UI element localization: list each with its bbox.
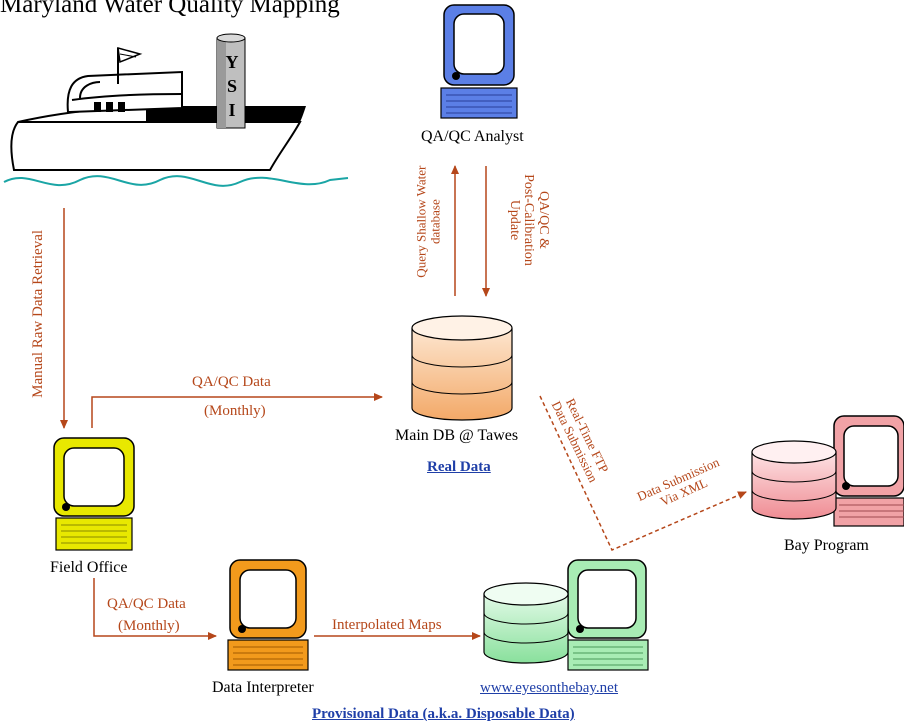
- section-label-real-data[interactable]: Real Data: [427, 459, 491, 475]
- node-label-bay-program: Bay Program: [784, 537, 869, 554]
- edge-label-postcal-line1: QA/QC &: [536, 191, 552, 249]
- edge-label-qaqc-data-2: QA/QC Data: [107, 596, 186, 612]
- edge-label-interpolated-maps: Interpolated Maps: [332, 617, 442, 633]
- database-icon-bay-program: [751, 440, 837, 520]
- node-label-data-interpreter: Data Interpreter: [212, 679, 314, 696]
- edge-label-qaqc-postcal: QA/QC & Post-Calibration Update: [506, 160, 552, 280]
- diagram-title: Maryland Water Quality Mapping: [0, 0, 340, 18]
- node-label-qa-analyst: QA/QC Analyst: [421, 128, 524, 145]
- arrow-field-to-maindb: [91, 393, 383, 428]
- computer-icon-qa-analyst: [440, 4, 518, 119]
- ysi-letter-i: I: [228, 100, 236, 120]
- arrow-field-to-interpreter: [93, 578, 217, 640]
- ysi-smokestack: [216, 33, 246, 129]
- section-label-provisional-data[interactable]: Provisional Data (a.k.a. Disposable Data…: [312, 706, 575, 722]
- edge-label-postcal-line3: Update: [506, 199, 522, 241]
- edge-label-query-line2: database: [427, 199, 442, 245]
- computer-icon-field-office: [53, 437, 135, 551]
- arrow-realtime-ftp: [539, 395, 747, 551]
- edge-label-manual-retrieval-text: Manual Raw Data Retrieval: [30, 229, 47, 398]
- edge-label-postcal-line2: Post-Calibration: [521, 174, 537, 266]
- database-icon-main: [411, 315, 513, 421]
- edge-label-monthly-2: (Monthly): [118, 618, 180, 634]
- computer-icon-bay-program: [833, 415, 904, 527]
- ysi-letter-s: S: [226, 76, 237, 96]
- link-eyesonthebay[interactable]: www.eyesonthebay.net: [480, 680, 619, 696]
- edges: [60, 165, 747, 640]
- ysi-letter-y: Y: [225, 52, 239, 72]
- computer-icon-data-interpreter: [227, 559, 309, 671]
- edge-label-query-line1: Query Shallow Water: [413, 165, 429, 278]
- node-label-field-office: Field Office: [50, 559, 128, 576]
- computer-icon-eyesonthebay: [567, 559, 649, 671]
- ysi-stack-letters: Y S I: [219, 50, 245, 122]
- edge-label-qaqc-data-1: QA/QC Data: [192, 374, 271, 390]
- database-icon-eyesonthebay: [483, 582, 569, 664]
- node-label-main-db: Main DB @ Tawes: [395, 427, 519, 444]
- edge-label-query-shallow: Query Shallow Water database: [413, 152, 442, 292]
- edge-label-manual-retrieval: Manual Raw Data Retrieval: [30, 219, 47, 409]
- edge-label-monthly-1: (Monthly): [204, 403, 266, 419]
- boat-icon: [3, 46, 349, 187]
